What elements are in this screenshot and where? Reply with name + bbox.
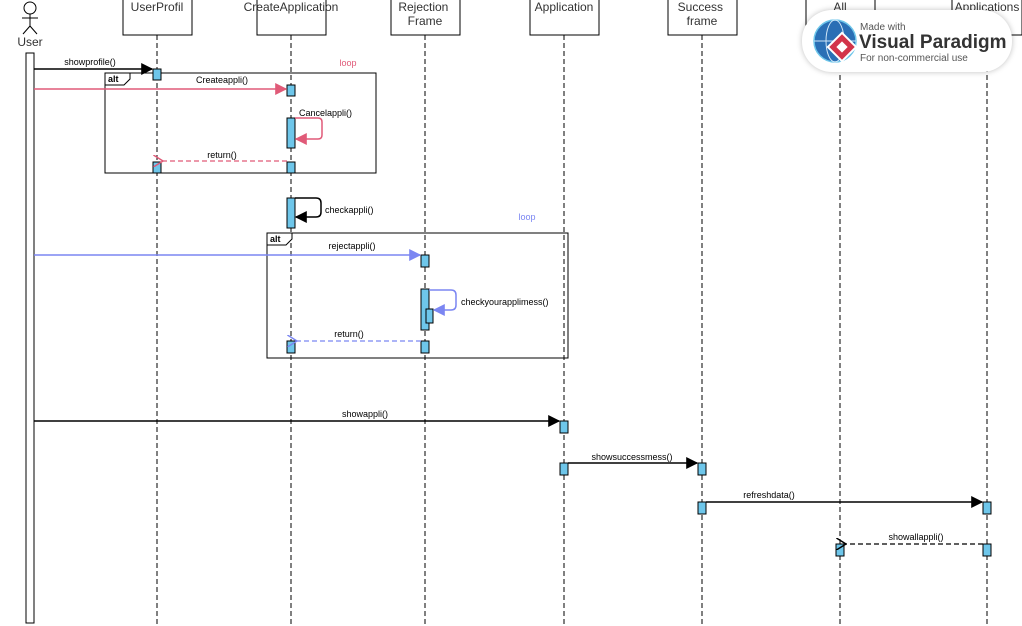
message-label-refreshdata: refreshdata() xyxy=(743,490,795,500)
activation-userprofil-1 xyxy=(152,68,162,81)
fragment-alt-1: alt loop xyxy=(104,58,377,174)
lifeline-label-rejection-1: Rejection xyxy=(398,0,448,14)
message-label-cancelappli: Cancelappli() xyxy=(299,108,352,118)
activation-rejection-1 xyxy=(420,254,430,268)
message-cancelappli: Cancelappli() xyxy=(294,108,352,145)
activation-create-5 xyxy=(286,340,296,354)
lifeline-label-createapplication: CreateApplication xyxy=(244,0,339,14)
watermark-brand: Visual Paradigm xyxy=(859,32,1007,53)
message-showsuccessmess: showsuccessmess() xyxy=(568,452,699,469)
activation-create-4 xyxy=(286,197,296,229)
activation-create-1 xyxy=(286,84,296,97)
message-label-showappli: showappli() xyxy=(342,409,388,419)
lifeline-label-success: Success frame xyxy=(678,0,727,28)
activation-applications-1 xyxy=(982,501,992,515)
actor-user: User xyxy=(17,1,43,624)
activation-success-2 xyxy=(697,501,707,515)
message-return-2: return() xyxy=(297,329,421,341)
lifeline-application: Application xyxy=(529,0,600,626)
lifeline-label-success-1: Success xyxy=(678,0,723,14)
message-rejectappli: rejectappli() xyxy=(34,241,422,261)
message-refreshdata: refreshdata() xyxy=(706,490,984,508)
message-showappli: showappli() xyxy=(34,409,561,427)
activation-create-2 xyxy=(286,117,296,149)
message-label-return-1: return() xyxy=(207,150,237,160)
actor-label: User xyxy=(17,35,42,49)
lifeline-success: Success frame xyxy=(667,0,738,626)
lifeline-rejection: Rejection Frame xyxy=(390,0,461,626)
activation-application-1 xyxy=(559,420,569,434)
message-label-checkappli: checkappli() xyxy=(325,205,374,215)
message-label-showallappli: showallappli() xyxy=(888,532,943,542)
message-checkappli: checkappli() xyxy=(294,197,374,223)
message-checkyourapplimess: checkyourapplimess() xyxy=(429,289,549,316)
lifeline-label-rejection: Rejection Frame xyxy=(398,0,451,28)
fragment-loop-label-1: loop xyxy=(339,58,356,68)
activation-userprofil-2 xyxy=(152,161,162,174)
message-label-showprofile: showprofile() xyxy=(64,57,116,67)
message-label-createappli: Createappli() xyxy=(196,75,248,85)
lifeline-label-userprofil: UserProfil xyxy=(131,0,184,14)
visual-paradigm-logo-icon xyxy=(813,19,858,63)
watermark-subtitle: For non-commercial use xyxy=(860,53,968,64)
lifeline-userprofil: UserProfil xyxy=(122,0,193,626)
actor-activation xyxy=(25,52,35,624)
message-showallappli: showallappli() xyxy=(846,532,983,544)
message-showprofile: showprofile() xyxy=(34,57,154,75)
activation-create-3 xyxy=(286,161,296,174)
fragment-operator-1: alt xyxy=(108,74,119,84)
fragment-loop-label-2: loop xyxy=(518,212,535,222)
activation-application-2 xyxy=(559,462,569,476)
message-return-1: return() xyxy=(163,150,287,161)
watermark-made-with: Made with xyxy=(860,22,906,33)
lifeline-label-rejection-2: Frame xyxy=(408,14,443,28)
activation-success-1 xyxy=(697,462,707,476)
activation-rejection-nested xyxy=(425,308,434,324)
lifeline-applications: Applications xyxy=(951,0,1022,626)
watermark-badge: Made with Visual Paradigm For non-commer… xyxy=(802,10,1012,72)
fragment-alt-2: alt loop xyxy=(266,212,569,359)
message-label-showsuccessmess: showsuccessmess() xyxy=(591,452,672,462)
message-createappli: Createappli() xyxy=(34,75,288,95)
activation-rejection-3 xyxy=(420,340,430,354)
activation-all-1 xyxy=(835,543,845,557)
message-label-return-2: return() xyxy=(334,329,364,339)
message-label-rejectappli: rejectappli() xyxy=(328,241,375,251)
fragment-operator-2: alt xyxy=(270,234,281,244)
lifeline-label-success-2: frame xyxy=(687,14,718,28)
activation-applications-2 xyxy=(982,543,992,557)
lifeline-label-application: Application xyxy=(535,0,594,14)
lifeline-all: All xyxy=(805,0,876,626)
message-label-checkyourapplimess: checkyourapplimess() xyxy=(461,297,549,307)
